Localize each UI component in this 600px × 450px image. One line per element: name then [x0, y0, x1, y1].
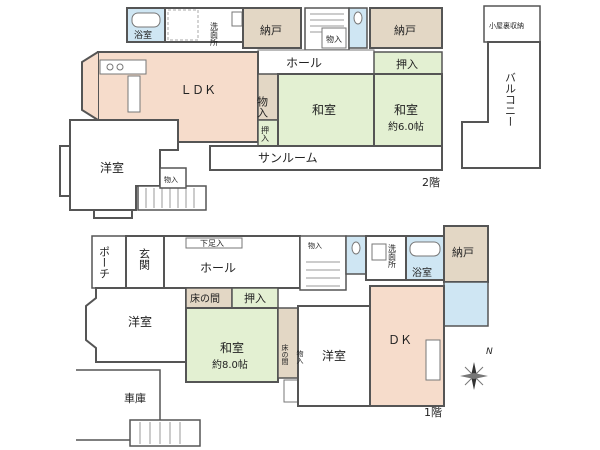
label-wash-1f: 洗面所	[388, 243, 397, 269]
label-sunroom: サンルーム	[258, 151, 318, 165]
washitsu-1f	[185, 307, 279, 383]
label-storage-1f-hall: 物入	[308, 241, 322, 250]
label-dk: ＤＫ	[388, 333, 412, 347]
label-garage: 車庫	[124, 391, 146, 405]
label-storage-1f-small: 物入	[296, 349, 304, 364]
label-oshiire-1f: 押入	[244, 291, 266, 305]
label-oshiire-2f-top: 押入	[396, 57, 418, 71]
label-nando-1f: 納戸	[452, 246, 474, 259]
label-oshiire-2f-small: 押入	[261, 125, 270, 142]
label-youshitsu-2f: 洋室	[100, 160, 124, 175]
label-washitsu-2f-2-size: 約6.0帖	[388, 120, 424, 133]
label-wash-2f: 洗面所	[210, 21, 219, 47]
youshitsu-1f-mid	[297, 305, 371, 407]
attic-storage	[483, 5, 541, 43]
label-bath-1f: 浴室	[412, 266, 432, 279]
label-hall-1f: ホール	[200, 261, 236, 275]
label-storage-2f-stairs: 物入	[164, 175, 178, 184]
first-floor	[76, 225, 489, 447]
nando-1f	[443, 225, 489, 283]
sunroom	[209, 145, 443, 171]
label-washitsu-2f-2: 和室	[394, 102, 418, 117]
label-washitsu-2f-1: 和室	[312, 102, 336, 117]
second-floor	[59, 5, 541, 219]
label-youshitsu-1f-left: 洋室	[128, 314, 152, 329]
label-shitabako: 下足入	[200, 239, 224, 248]
label-attic: 小屋裏収納	[489, 21, 524, 30]
label-balcony: バルコニー	[504, 72, 517, 127]
label-porch: ポーチ	[98, 246, 111, 279]
compass-north-label: N	[486, 347, 493, 357]
label-tokonoma: 床の間	[190, 292, 220, 305]
floor-label-1f: 1階	[424, 405, 442, 419]
hall-2f	[257, 49, 375, 75]
genkan	[125, 235, 165, 289]
label-monoire-2f: 物入	[256, 95, 269, 118]
nando-2f-2	[369, 7, 443, 49]
balcony	[461, 41, 541, 169]
compass-icon	[460, 362, 488, 390]
nando-2f-1	[242, 7, 302, 49]
washitsu-2f-1	[277, 73, 375, 147]
label-nando-2f-2: 納戸	[394, 24, 416, 37]
label-nando-2f-1: 納戸	[260, 24, 282, 37]
label-youshitsu-1f-mid: 洋室	[322, 348, 346, 363]
floor-label-2f: 2階	[422, 175, 440, 189]
label-genkan: 玄関	[138, 247, 151, 270]
garage	[76, 369, 161, 441]
label-washitsu-1f-size: 約8.0帖	[212, 358, 248, 371]
label-storage-2f-hall: 物入	[326, 34, 342, 44]
label-hall-2f: ホール	[286, 56, 322, 70]
label-washitsu-1f: 和室	[220, 340, 244, 355]
label-ldk: ＬＤＫ	[180, 83, 216, 97]
label-tokonoma-small: 床の間	[281, 343, 289, 366]
label-bath-2f: 浴室	[134, 29, 152, 41]
